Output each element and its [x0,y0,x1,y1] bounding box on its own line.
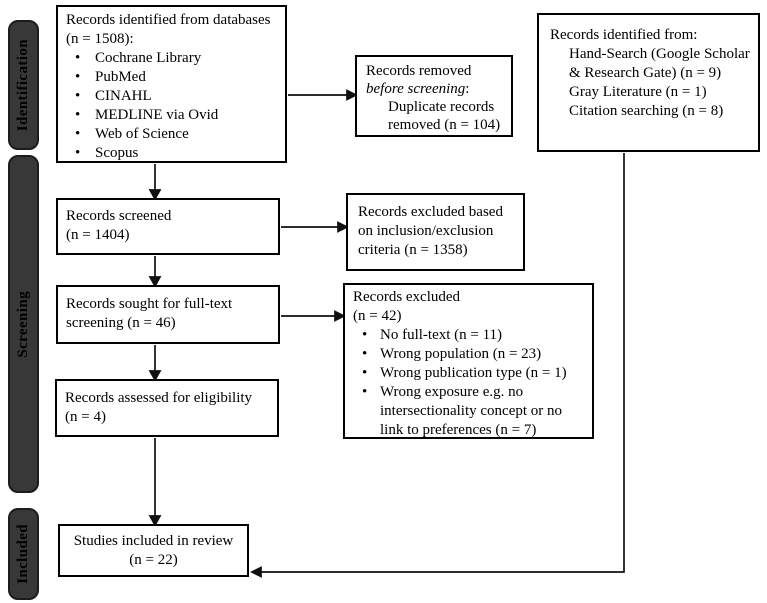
box-records-removed: Records removed before screening: Duplic… [355,55,513,137]
box-fulltext-line2: screening (n = 46) [66,315,176,331]
bullet-icon: • [75,107,81,123]
list-item: • Wrong population (n = 23) [353,345,586,364]
box-studies-included: Studies included in review (n = 22) [58,524,249,577]
stage-screening-label: Screening [15,290,31,358]
bullet-icon: • [75,126,81,142]
bullet-icon: • [362,384,368,400]
box-records-identified-databases: Records identified from databases (n = 1… [56,5,287,163]
db-item-label: Cochrane Library [95,50,202,66]
db-item-label: PubMed [95,69,146,85]
box-eligibility-line2: (n = 4) [65,409,106,425]
box-removed-line1: Records removed [366,63,472,79]
arrow-other-to-included [261,153,625,573]
list-item: • Scopus [66,144,279,163]
stage-screening: Screening [8,155,39,493]
list-item: • CINAHL [66,87,279,106]
box-records-excluded-fulltext: Records excluded (n = 42) • No full-text… [343,283,594,439]
excluded2-item-label: Wrong exposure e.g. no intersectionality… [380,384,563,438]
box-included-line1: Studies included in review [73,533,234,549]
arrowhead-screened-to-excluded1 [337,221,349,233]
arrowhead-db-to-screened [148,189,162,201]
box-removed-line4: removed (n = 104) [388,117,501,133]
bullet-icon: • [362,346,368,362]
list-item: • MEDLINE via Ovid [66,106,279,125]
other-item-label: Hand-Search (Google Scholar & Research G… [569,46,750,81]
box-excluded1-line3: criteria (n = 1358) [358,242,468,258]
bullet-icon: • [75,145,81,161]
box-screened-line2: (n = 1404) [66,227,130,243]
arrowhead-eligibility-to-included [148,515,162,527]
arrowhead-fulltext-to-eligibility [148,370,162,382]
arrowhead-screened-to-fulltext [148,276,162,288]
db-item-label: MEDLINE via Ovid [95,107,219,123]
box-eligibility-line1: Records assessed for eligibility [65,390,253,406]
list-item: • Wrong exposure e.g. no intersectionali… [353,383,586,440]
list-item: • PubMed [66,68,279,87]
other-item-label: Gray Literature (n = 1) [569,84,707,100]
db-item-label: Web of Science [95,126,189,142]
box-db-line1: Records identified from databases [66,12,271,28]
box-fulltext-line1: Records sought for full-text [66,296,233,312]
box-excluded1-line1: Records excluded based [358,204,503,220]
box-records-identified-other: Records identified from: Hand-Search (Go… [537,13,760,152]
db-item-label: Scopus [95,145,139,161]
box-records-eligibility: Records assessed for eligibility (n = 4) [55,379,279,437]
box-removed-line3: Duplicate records [388,99,495,115]
arrowhead-other-to-included [250,566,262,578]
box-screened-line1: Records screened [66,208,172,224]
box-records-excluded-criteria: Records excluded based on inclusion/excl… [346,193,525,271]
list-item: • Web of Science [66,125,279,144]
box-records-fulltext: Records sought for full-text screening (… [56,285,280,344]
list-item: • No full-text (n = 11) [353,326,586,345]
excluded2-item-label: Wrong publication type (n = 1) [380,365,567,381]
stage-identification-label: Identification [15,38,31,132]
arrowhead-fulltext-to-excluded2 [334,310,346,322]
box-excluded1-line2: on inclusion/exclusion [358,223,494,239]
excluded2-item-label: No full-text (n = 11) [380,327,503,343]
excluded2-item-label: Wrong population (n = 23) [380,346,542,362]
bullet-icon: • [362,327,368,343]
box-records-screened: Records screened (n = 1404) [56,198,280,255]
list-item: • Cochrane Library [66,49,279,68]
bullet-icon: • [75,50,81,66]
box-other-title: Records identified from: [550,27,698,43]
stage-identification: Identification [8,20,39,150]
arrowhead-db-to-removed [346,89,358,101]
box-removed-line2-italic: before screening [366,81,466,97]
bullet-icon: • [75,88,81,104]
stage-included: Included [8,508,39,600]
box-removed-line2-colon: : [465,81,470,97]
box-db-line2: (n = 1508): [66,31,134,47]
box-included-line2: (n = 22) [129,552,178,568]
other-item-label: Citation searching (n = 8) [569,103,724,119]
stage-included-label: Included [15,524,31,584]
bullet-icon: • [362,365,368,381]
db-item-label: CINAHL [95,88,152,104]
box-excluded2-line2: (n = 42) [353,308,402,324]
list-item: • Wrong publication type (n = 1) [353,364,586,383]
box-removed-line2: before screening: [366,80,506,98]
box-excluded2-line1: Records excluded [353,289,461,305]
bullet-icon: • [75,69,81,85]
